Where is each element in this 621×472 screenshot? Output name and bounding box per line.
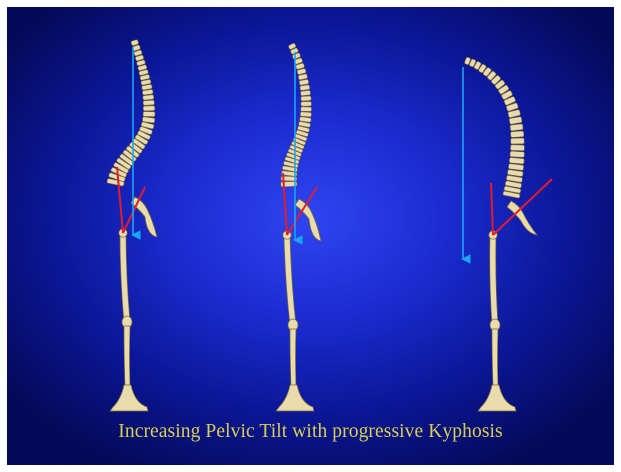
vertebra xyxy=(508,164,524,171)
vertebra xyxy=(143,112,155,117)
spine-leg-figure-1 xyxy=(107,39,157,411)
vertebra xyxy=(301,102,311,107)
foot xyxy=(276,385,314,411)
spine-leg-figure-2 xyxy=(276,43,321,411)
vertebra xyxy=(300,112,311,117)
vertebra xyxy=(301,107,312,112)
vertebra xyxy=(510,151,524,157)
vertebra xyxy=(511,131,524,138)
vertebra xyxy=(143,100,154,105)
foot xyxy=(110,385,148,411)
vertebra xyxy=(142,89,153,95)
tibia xyxy=(124,326,130,387)
pelvis xyxy=(295,199,321,241)
caption: Increasing Pelvic Tilt with progressive … xyxy=(7,421,614,443)
tibia xyxy=(492,329,498,387)
pelvis xyxy=(131,197,157,237)
slide-background: Increasing Pelvic Tilt with progressive … xyxy=(7,7,614,465)
kyphosis-diagram xyxy=(7,7,614,465)
femur xyxy=(490,235,498,325)
tibia xyxy=(290,329,296,387)
vertebra xyxy=(511,138,525,144)
foot xyxy=(478,385,516,411)
pelvic-tilt-line xyxy=(493,179,552,235)
pelvic-tilt-line xyxy=(491,183,493,235)
vertebra xyxy=(299,79,309,85)
spine-leg-figure-3 xyxy=(463,57,552,411)
vertebra xyxy=(511,145,525,151)
vertebra xyxy=(301,96,311,101)
vertebra xyxy=(143,95,154,101)
vertebra xyxy=(510,124,523,131)
vertebra xyxy=(509,157,524,164)
femur xyxy=(284,235,296,325)
vertebra xyxy=(143,106,155,111)
vertebra xyxy=(300,85,310,91)
vertebra xyxy=(300,90,310,96)
femur xyxy=(120,233,130,322)
